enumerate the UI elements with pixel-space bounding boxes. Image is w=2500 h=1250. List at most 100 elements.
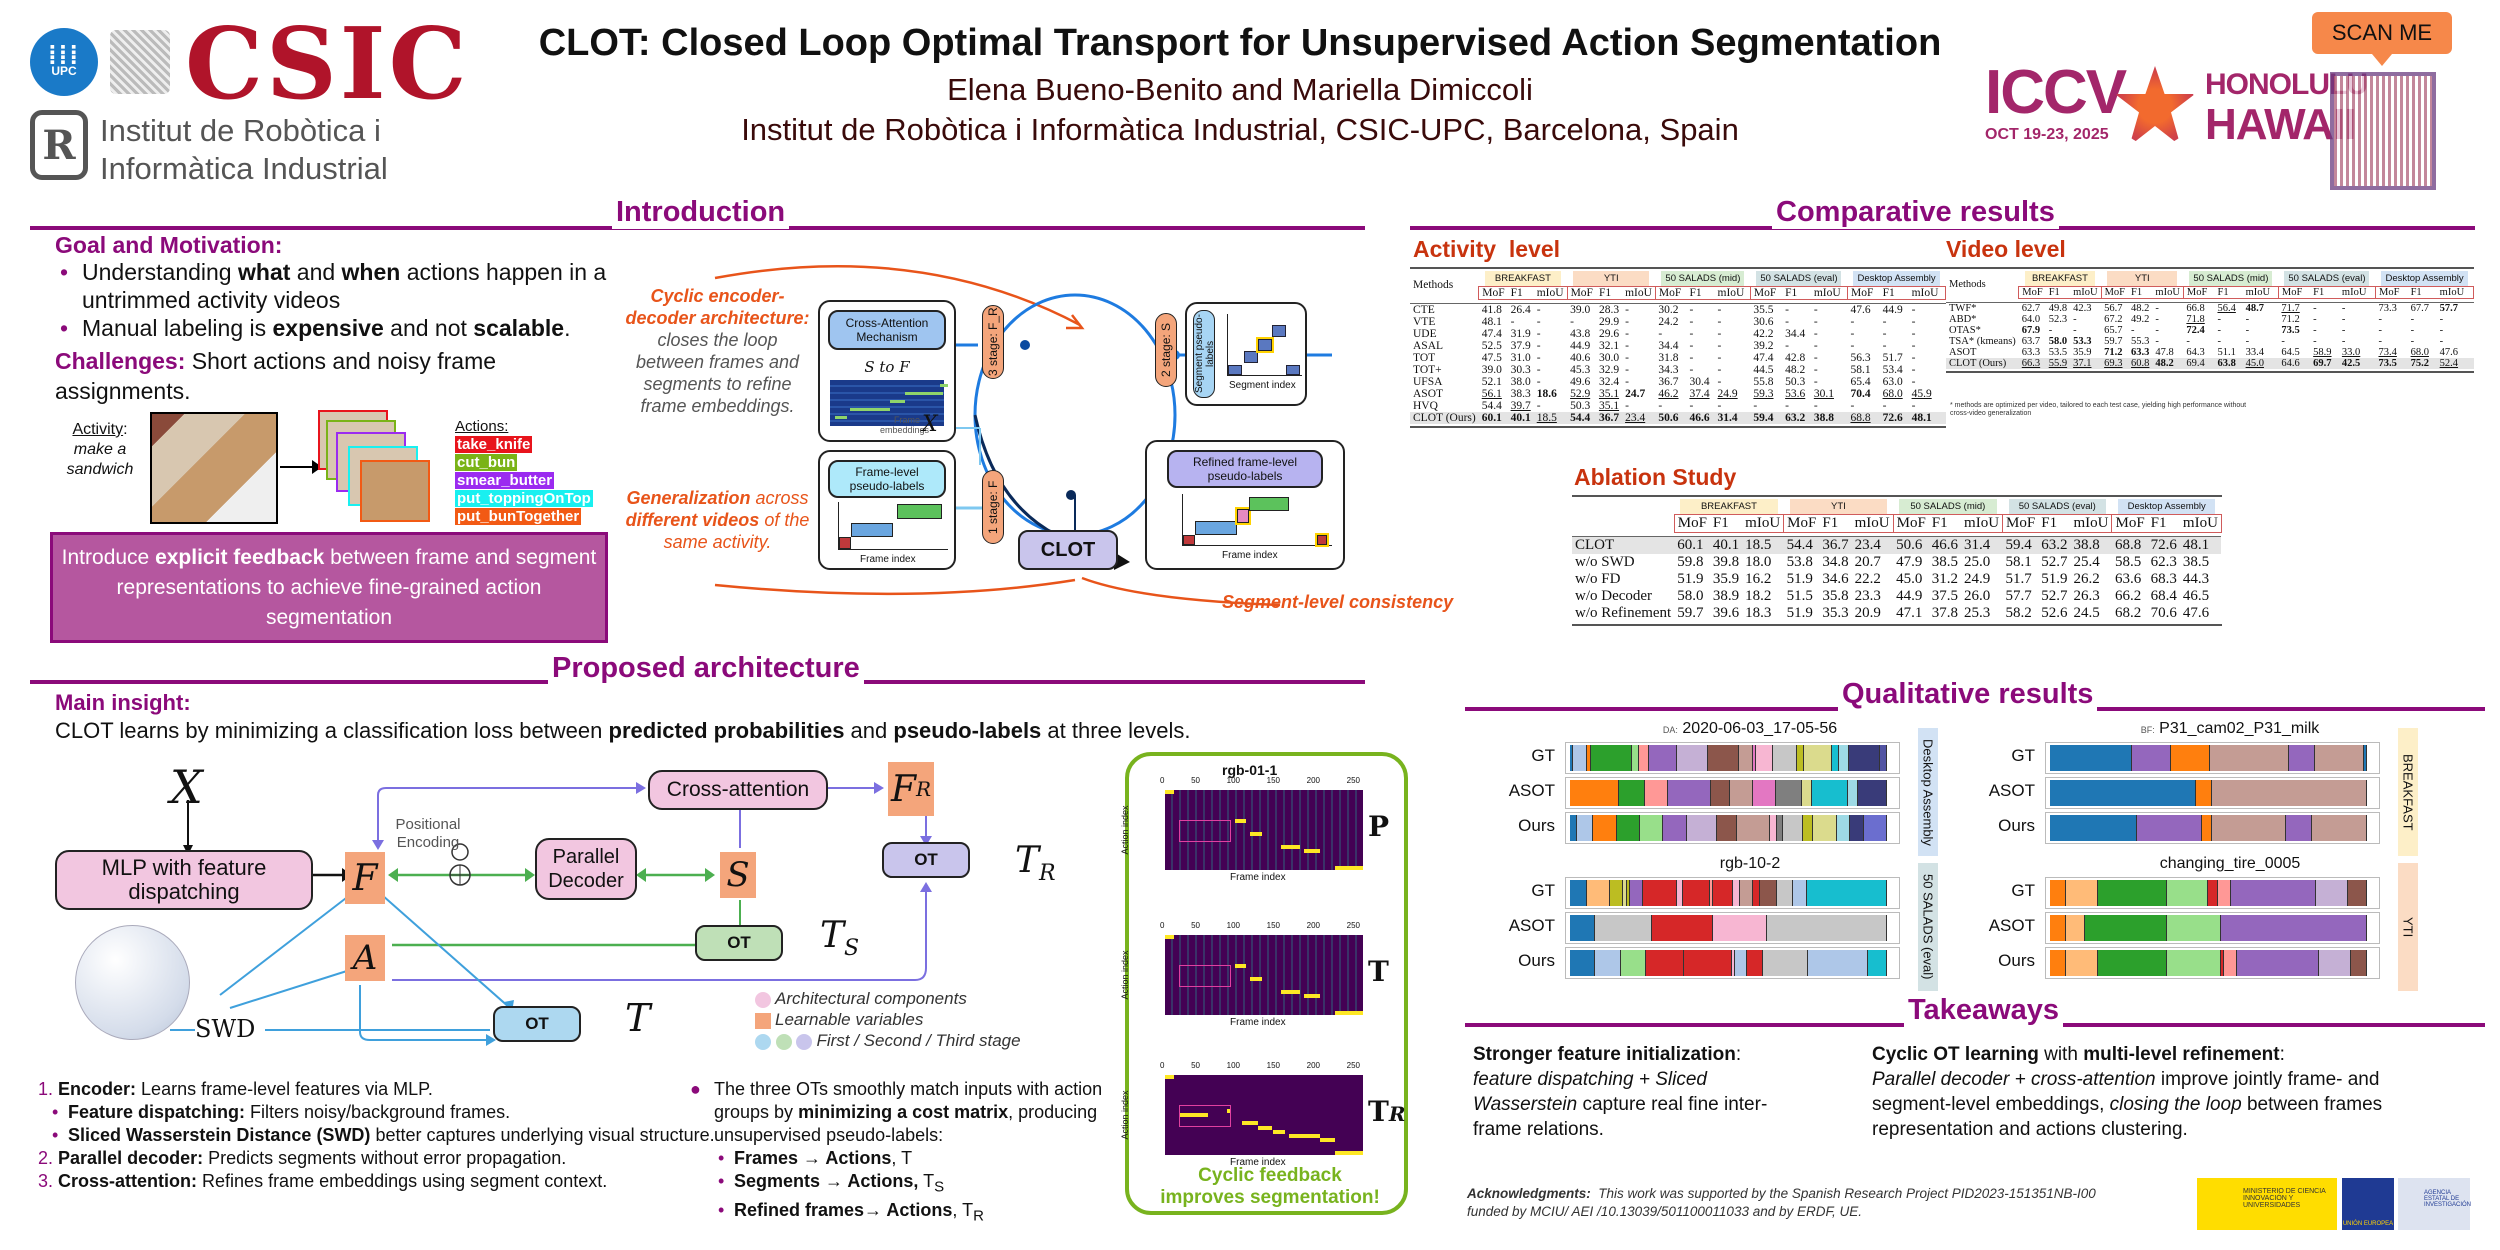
table-cell: 58.1 [2005,554,2032,570]
table-cell: 23.4 [1625,412,1646,424]
table-cell: 20.7 [1854,554,1881,570]
table-cell: 45.0 [1896,571,1923,587]
table-cell: 68.0 [2410,347,2429,358]
table-cell: - [1689,316,1694,328]
table-cell: 35.8 [1822,588,1849,604]
table-cell: - [2217,314,2221,325]
table-cell: - [2439,314,2444,325]
table-cell: - [2155,303,2159,314]
qr-code[interactable] [2330,72,2436,190]
action-segment [1710,880,1714,906]
table-cell: 50.6 [1658,412,1679,424]
action-segment [2137,815,2203,841]
qual-panel-title: BF: P31_cam02_P31_milk [2140,720,2320,737]
action-segment [1838,745,1849,771]
table-cell: - [2313,336,2317,347]
action-segment [1752,745,1756,771]
table-cell: 49.6 [1570,376,1591,388]
table-cell: 68.0 [1882,388,1903,400]
table-cell: 38.8 [1813,412,1834,424]
frame-embeddings-label: Frame embeddings [880,415,930,435]
table-cell: 73.3 [2378,303,2397,314]
heatmap-x-label: Frame index [1230,1017,1286,1028]
heatmap-segment [1288,1133,1320,1138]
heatmap-x-label: Frame index [1230,1157,1286,1168]
action-segment [1570,880,1587,906]
table-cell: 25.0 [1964,554,1991,570]
table-cell: 66.8 [2186,303,2205,314]
table-cell: - [2186,336,2190,347]
ablation-title: Ablation Study [1574,464,1737,490]
dataset-header: BREAKFAST [1674,499,1783,515]
table-cell: 23.3 [1854,588,1881,604]
action-segment [2131,745,2171,771]
table-cell: 49.2 [2131,314,2150,325]
table-cell: 48.1 [2182,537,2210,553]
table-cell: - [1911,340,1916,352]
method-name: ASOT [1949,347,1977,358]
table-cell: 24.2 [1658,316,1679,328]
heatmap-segment [1180,1112,1208,1117]
table-cell: 51.5 [1786,588,1813,604]
table-cell: 18.5 [1745,537,1772,553]
metric-header: F1 [1819,514,1852,533]
x-tick: 100 [1226,1061,1240,1070]
action-segment [1738,745,1753,771]
action-segment [1813,815,1837,841]
component-list: 1. Encoder: Learns frame-level features … [38,1078,718,1193]
table-cell: 71.7 [2281,303,2300,314]
action-segment [2084,915,2168,941]
f-variable: F [345,852,385,904]
table-cell: - [1911,352,1916,364]
table-cell: 32.9 [1598,364,1620,376]
action-segment [2211,815,2287,841]
scan-me-badge: SCAN ME [2312,12,2452,54]
qual-row-label: Ours [1998,951,2035,970]
metric-header: MoF [2277,286,2311,299]
metric-header: F1 [1879,286,1909,300]
heatmap-x-label: Frame index [1230,872,1286,883]
heatmap-tr [1165,1075,1363,1155]
action-segment [1595,915,1653,941]
table-cell: 31.0 [1510,352,1531,364]
metric-header: mIoU [1961,514,2004,533]
table-cell: 48.2 [2155,358,2174,369]
table-cell: - [1785,400,1789,412]
action-segment [1847,780,1858,806]
s-variable: S [720,852,756,898]
table-cell: 56.7 [2104,303,2123,314]
heatmap-segment [1165,790,1175,794]
action-label: smear_butter [455,472,555,489]
action-segment [2221,915,2367,941]
dataset-tag: 50 SALADS (eval) [1918,863,1938,991]
qual-segment-bar [2045,912,2380,944]
method-name: TSA* (kmeans) [1949,336,2016,347]
dataset-header: Desktop Assembly [2375,271,2473,287]
table-cell: 48.2 [1785,364,1806,376]
action-segment [2286,815,2312,841]
table-cell: 31.4 [1717,412,1738,424]
insight-text: CLOT learns by minimizing a classificati… [55,718,1191,743]
table-cell: 47.8 [2155,347,2174,358]
action-segment [2363,745,2367,771]
table-cell: 69.3 [2104,358,2123,369]
table-cell: - [1850,316,1855,328]
table-cell: 51.7 [1882,352,1903,364]
challenges: Challenges: Short actions and noisy fram… [55,348,497,404]
heatmap-segment [1165,935,1175,939]
action-segment [1638,745,1650,771]
table-cell: 39.7 [1510,400,1531,412]
method-name: ASAL [1413,340,1444,352]
table-cell: - [2341,303,2346,314]
action-segment [1863,815,1887,841]
action-segment [2314,745,2364,771]
table-cell: 51.9 [2041,571,2068,587]
table-cell: 23.4 [1854,537,1881,553]
